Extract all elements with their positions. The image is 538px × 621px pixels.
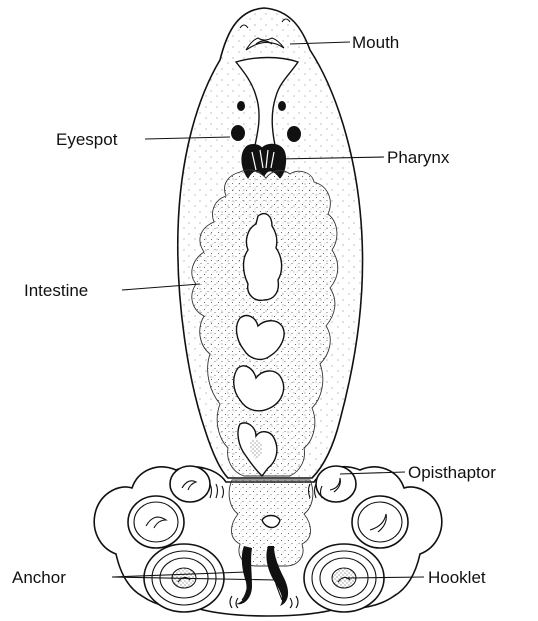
label-mouth: Mouth [352,33,399,52]
eyespot-left-small [237,101,245,111]
label-intestine: Intestine [24,281,88,300]
label-anchor: Anchor [12,568,66,587]
label-opisthaptor: Opisthaptor [408,463,496,482]
eyespot-left [231,125,245,141]
eyespot-right-small [278,101,286,111]
clamp-upper-right [316,466,356,502]
label-hooklet: Hooklet [428,568,486,587]
clamp-middle-left [128,496,184,548]
clamp-upper-left [170,466,210,502]
label-eyespot: Eyespot [56,130,118,149]
clamp-middle-right [352,496,408,548]
eyespot-right [287,126,301,142]
label-pharynx: Pharynx [387,148,450,167]
